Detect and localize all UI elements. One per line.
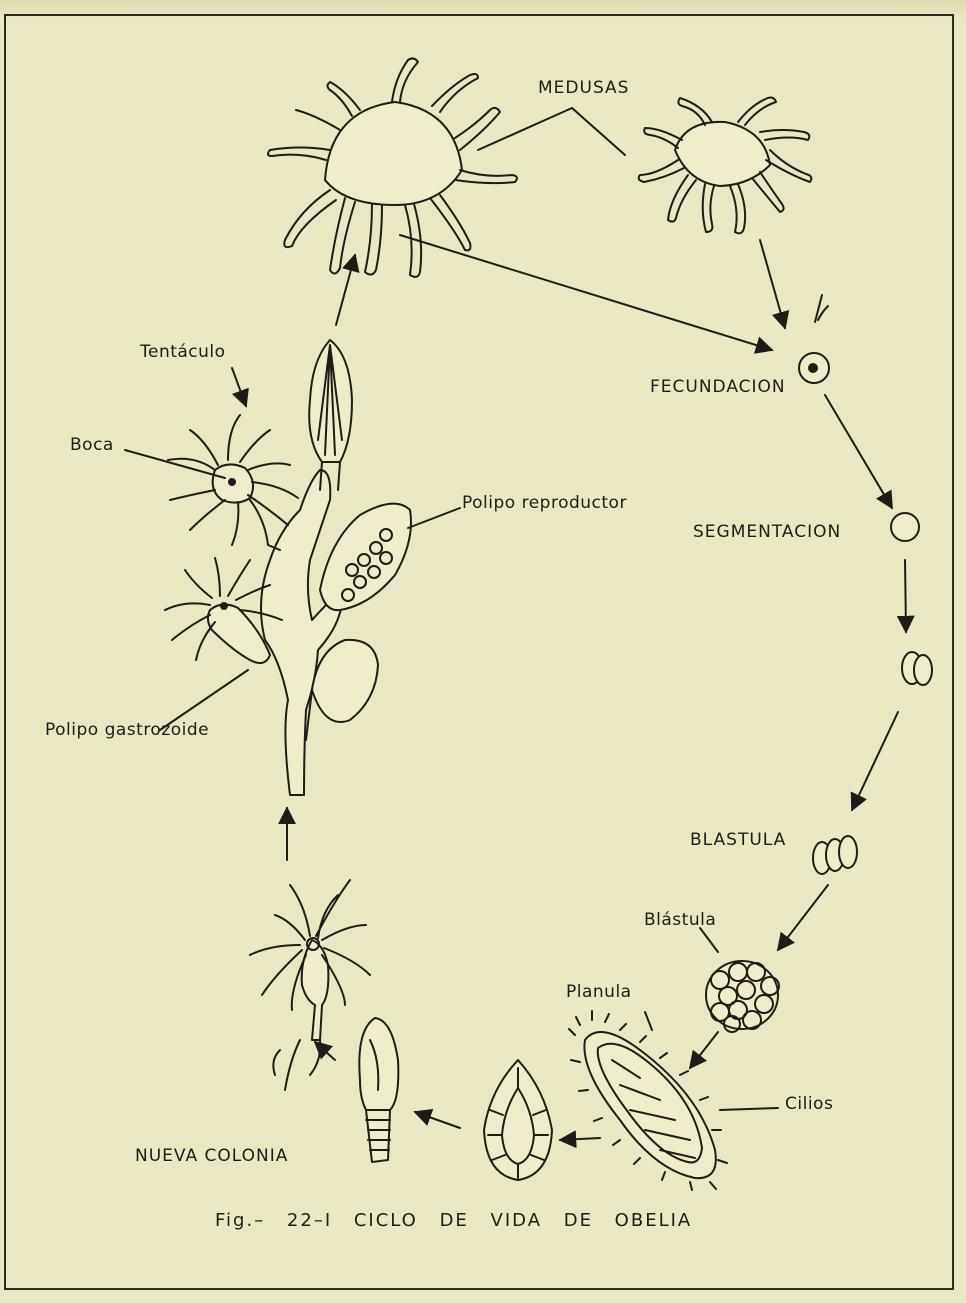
medusa-small (639, 98, 812, 234)
young-polyp (359, 1018, 398, 1162)
polyp-upper (168, 415, 298, 550)
label-blastula: Blástula (644, 910, 716, 930)
blastula-large (706, 961, 779, 1032)
label-segmentacion: SEGMENTACION (693, 522, 841, 542)
label-nueva-colonia: NUEVA COLONIA (135, 1146, 288, 1166)
polipo-reproductor (320, 504, 411, 611)
colony-stem (261, 470, 342, 795)
label-polipo-gastrozoide: Polipo gastrozoide (45, 720, 209, 740)
label-medusas: MEDUSAS (538, 78, 629, 98)
reproductive-bulb-top (309, 340, 352, 490)
label-tentaculo: Tentáculo (140, 342, 226, 362)
label-boca: Boca (70, 435, 114, 455)
label-fecundacion: FECUNDACION (650, 377, 786, 397)
new-colony-polyp (250, 880, 370, 1090)
label-polipo-reproductor: Polipo reproductor (462, 493, 627, 513)
medusa-large (268, 58, 517, 277)
label-cilios: Cilios (785, 1094, 833, 1114)
figure-caption: Fig.– 22–I CICLO DE VIDA DE OBELIA (215, 1210, 692, 1231)
label-planula: Planula (566, 982, 632, 1002)
planula (569, 1011, 727, 1190)
gastrula-section (484, 1060, 552, 1180)
label-blastula-stage: BLASTULA (690, 830, 786, 850)
